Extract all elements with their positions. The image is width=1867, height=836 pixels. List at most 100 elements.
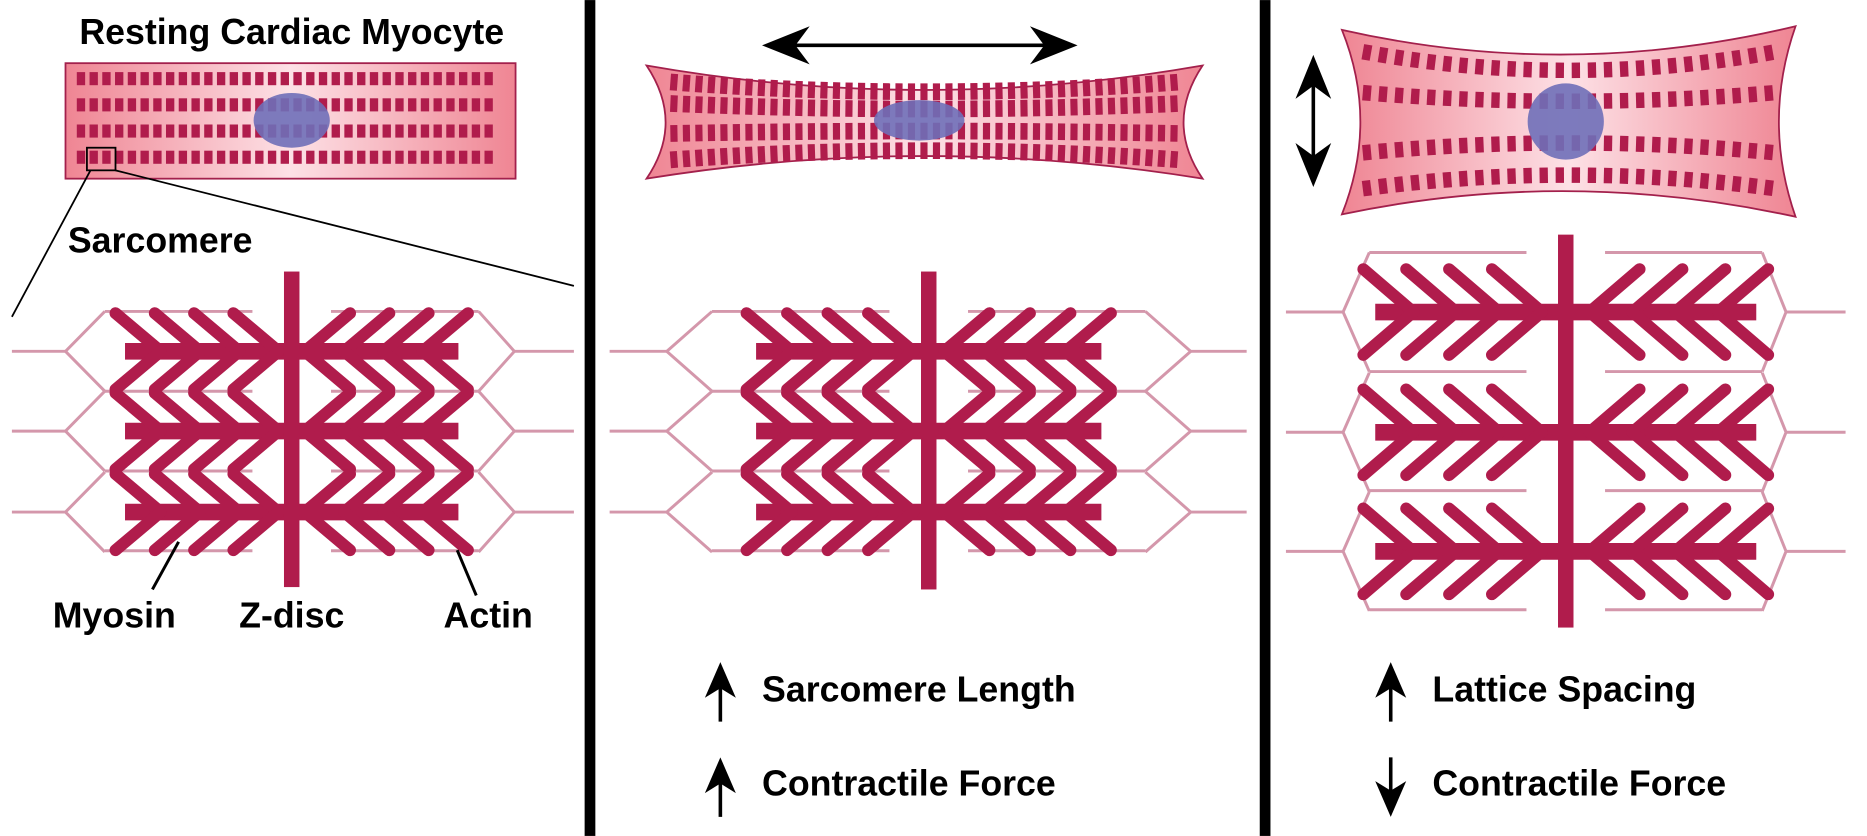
striation-band xyxy=(1474,58,1485,75)
striation-band xyxy=(1020,81,1028,99)
striation-band xyxy=(76,124,86,138)
striation-band xyxy=(995,82,1003,100)
striation-band xyxy=(1442,55,1453,72)
striation-band xyxy=(1667,170,1677,187)
striation-band xyxy=(770,98,778,116)
striation-band xyxy=(1635,60,1645,77)
striation-band xyxy=(471,150,481,164)
striation-band xyxy=(732,124,741,141)
effect-row: Contractile Force xyxy=(704,757,1056,817)
myosin-head xyxy=(1443,383,1506,439)
striation-band xyxy=(757,145,766,163)
panel-divider xyxy=(584,0,596,836)
striation-band xyxy=(408,72,417,86)
myosin-head xyxy=(938,345,996,396)
myosin-head xyxy=(821,307,879,358)
striation-band xyxy=(1157,150,1166,168)
myosin-head xyxy=(1712,502,1775,558)
striation-band xyxy=(165,98,175,112)
striation-band xyxy=(757,123,766,141)
striation-band xyxy=(229,150,239,164)
striation-band xyxy=(1119,77,1129,95)
actin-lattice-edge xyxy=(63,471,106,553)
zoom-line xyxy=(115,169,575,287)
striation-band xyxy=(229,72,239,86)
actin-label: Actin xyxy=(444,596,533,636)
sarcomere-resting xyxy=(11,271,574,588)
striation-band xyxy=(408,150,417,164)
striation-band xyxy=(318,150,328,164)
myosin-head xyxy=(1626,502,1689,558)
striation-band xyxy=(745,97,753,115)
striation-band xyxy=(1426,89,1436,106)
striation-band xyxy=(782,144,791,162)
myosin-head xyxy=(1019,345,1077,396)
striation-band xyxy=(982,142,991,160)
sarcomere-long xyxy=(609,271,1247,590)
striation-band xyxy=(459,124,468,138)
striation-band xyxy=(165,124,175,138)
myosin-head xyxy=(1059,345,1117,396)
myosin-head xyxy=(377,468,435,519)
myosin-head xyxy=(1443,426,1506,482)
striation-band xyxy=(204,150,213,164)
striation-band xyxy=(369,150,379,164)
myosin-head xyxy=(1583,426,1646,482)
striation-band xyxy=(484,98,493,112)
striation-band xyxy=(845,100,853,117)
striation-band xyxy=(127,124,137,138)
myosin-head xyxy=(1485,545,1548,601)
striation-band xyxy=(1763,144,1774,161)
myosin-head xyxy=(227,387,285,438)
effect-label: Lattice Spacing xyxy=(1432,669,1696,709)
myosin-head xyxy=(781,387,839,438)
myosin-head xyxy=(938,387,996,438)
striation-band xyxy=(382,72,391,86)
striation-band xyxy=(89,98,98,112)
myosin-head xyxy=(1400,383,1463,439)
striation-band xyxy=(306,72,315,86)
striation-band xyxy=(870,82,878,100)
myosin-head xyxy=(148,387,206,438)
striation-band xyxy=(995,100,1003,117)
myosin-head xyxy=(227,425,285,476)
striation-band xyxy=(1715,52,1726,69)
striation-band xyxy=(1763,85,1774,102)
striation-band xyxy=(1378,86,1388,103)
myosin-head xyxy=(338,345,396,396)
striation-band xyxy=(102,72,111,86)
striation-band xyxy=(1132,124,1141,142)
striation-band xyxy=(832,122,841,140)
striation-band xyxy=(127,98,137,112)
striation-band xyxy=(1683,56,1694,73)
striation-band xyxy=(76,150,86,164)
striation-band xyxy=(1132,148,1141,166)
striation-band xyxy=(1458,170,1469,187)
striation-band xyxy=(357,124,366,138)
myosin-head xyxy=(416,468,474,519)
striation-band xyxy=(395,72,404,86)
striation-band xyxy=(357,72,366,86)
myosin-head xyxy=(227,506,285,557)
actin-lattice-edge xyxy=(1144,471,1193,554)
striation-band xyxy=(1082,79,1091,97)
striation-band xyxy=(89,72,98,86)
striation-band xyxy=(1715,140,1726,157)
myosin-head xyxy=(109,425,167,476)
striation-band xyxy=(1699,172,1710,190)
striation-band xyxy=(1507,92,1516,109)
myosin-head xyxy=(148,307,206,358)
striation-band xyxy=(1057,80,1066,98)
striation-band xyxy=(420,124,430,138)
striation-band xyxy=(420,72,430,86)
sarcomere-heading: Sarcomere xyxy=(68,220,253,260)
striation-band xyxy=(242,72,251,86)
myosin-head xyxy=(109,307,167,358)
striation-band xyxy=(895,83,903,101)
striation-band xyxy=(1667,137,1677,154)
striation-band xyxy=(76,72,86,86)
striation-band xyxy=(682,124,691,142)
striation-band xyxy=(471,98,481,112)
striation-band xyxy=(970,122,978,140)
striation-band xyxy=(446,72,455,86)
